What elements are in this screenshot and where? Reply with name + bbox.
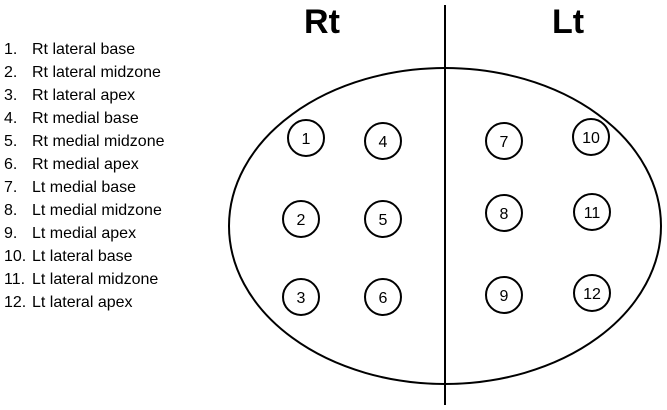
- zone-number: 2: [297, 212, 306, 229]
- zone-marker: 9: [485, 276, 523, 314]
- legend-text: Rt lateral apex: [32, 87, 136, 104]
- zone-marker: 6: [364, 278, 402, 316]
- zone-number: 9: [500, 288, 509, 305]
- legend-text: Lt lateral midzone: [32, 271, 159, 288]
- legend-item: 6. Rt medial apex: [4, 153, 165, 176]
- legend-number: 5.: [4, 133, 18, 150]
- legend-text: Rt medial base: [32, 110, 139, 127]
- legend-item: 10. Lt lateral base: [4, 245, 165, 268]
- legend-text: Rt medial midzone: [32, 133, 165, 150]
- zone-marker: 2: [282, 200, 320, 238]
- legend-text: Lt lateral apex: [32, 294, 133, 311]
- legend-number: 12.: [4, 294, 27, 311]
- zone-legend: 1. Rt lateral base 2. Rt lateral midzone 3…: [4, 38, 165, 314]
- zone-marker: 10: [572, 118, 610, 156]
- legend-number: 9.: [4, 225, 18, 242]
- right-side-label: Rt: [304, 3, 340, 41]
- legend-number: 6.: [4, 156, 18, 173]
- legend-number: 7.: [4, 179, 18, 196]
- legend-number: 3.: [4, 87, 18, 104]
- legend-item: 3. Rt lateral apex: [4, 84, 165, 107]
- zone-number: 11: [584, 205, 601, 222]
- legend-item: 7. Lt medial base: [4, 176, 165, 199]
- zone-number: 6: [379, 290, 388, 307]
- legend-text: Rt lateral base: [32, 41, 136, 58]
- zone-marker: 8: [485, 194, 523, 232]
- zone-number: 7: [500, 134, 509, 151]
- legend-item: 5. Rt medial midzone: [4, 130, 165, 153]
- legend-number: 2.: [4, 64, 18, 81]
- legend-text: Lt medial midzone: [32, 202, 162, 219]
- zone-marker: 1: [287, 119, 325, 157]
- zone-marker: 5: [364, 200, 402, 238]
- legend-text: Rt medial apex: [32, 156, 139, 173]
- left-side-label: Lt: [552, 3, 584, 41]
- zone-marker: 7: [485, 122, 523, 160]
- legend-number: 1.: [4, 41, 18, 58]
- legend-item: 11. Lt lateral midzone: [4, 268, 165, 291]
- zone-number: 10: [582, 130, 600, 147]
- legend-number: 11.: [4, 271, 26, 288]
- zone-marker: 3: [282, 278, 320, 316]
- legend-text: Rt lateral midzone: [32, 64, 161, 81]
- legend-text: Lt medial base: [32, 179, 137, 196]
- legend-number: 8.: [4, 202, 18, 219]
- legend-item: 8. Lt medial midzone: [4, 199, 165, 222]
- zone-number: 1: [302, 131, 311, 148]
- zone-marker: 11: [573, 193, 611, 231]
- legend-number: 10.: [4, 248, 27, 265]
- legend-item: 2. Rt lateral midzone: [4, 61, 165, 84]
- legend-item: 9. Lt medial apex: [4, 222, 165, 245]
- legend-item: 4. Rt medial base: [4, 107, 165, 130]
- zone-marker: 12: [573, 274, 611, 312]
- legend-item: 1. Rt lateral base: [4, 38, 165, 61]
- zone-number: 12: [583, 286, 601, 303]
- legend-item: 12. Lt lateral apex: [4, 291, 165, 314]
- legend-number: 4.: [4, 110, 18, 127]
- zone-number: 8: [500, 206, 509, 223]
- zone-number: 4: [379, 134, 388, 151]
- zone-marker: 4: [364, 122, 402, 160]
- zone-number: 5: [379, 212, 388, 229]
- legend-text: Lt lateral base: [32, 248, 133, 265]
- legend-text: Lt medial apex: [32, 225, 137, 242]
- zone-number: 3: [297, 290, 306, 307]
